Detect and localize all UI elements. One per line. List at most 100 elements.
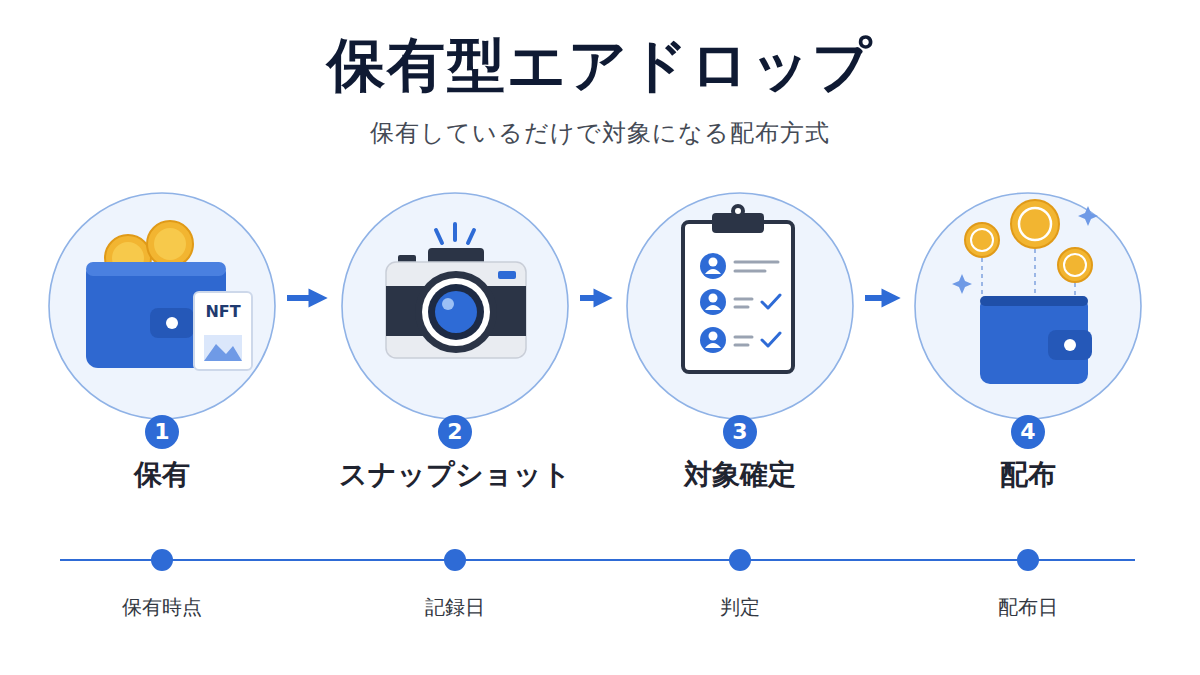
step-circle: 3対象確定: [626, 192, 854, 420]
step-circle: 2スナップショット: [341, 192, 569, 420]
token-coin: [965, 223, 999, 257]
list-row: [700, 289, 780, 315]
circle-shape: [627, 193, 853, 419]
distribution-illustration: [952, 200, 1098, 384]
nft-card: [194, 292, 252, 370]
check-mark: [762, 333, 780, 346]
flash-line: [436, 230, 442, 243]
clipboard-board: [683, 222, 793, 372]
circle-shape: [915, 193, 1141, 419]
subtitle: 保有しているだけで対象になる配布方式: [0, 117, 1200, 149]
coin: [147, 221, 193, 267]
step-number: 1: [145, 415, 179, 449]
person-head: [709, 258, 718, 267]
drop-line: [1074, 283, 1076, 296]
clipboard-clip-hole: [735, 208, 741, 214]
step-number: 2: [438, 415, 472, 449]
timeline-dot: [729, 549, 751, 571]
flow-arrow: [287, 295, 320, 301]
step-number: 4: [1011, 415, 1045, 449]
circle-shape: [49, 193, 275, 419]
list-line: [735, 336, 752, 339]
clipboard-clip-top: [731, 204, 745, 218]
list-line: [735, 298, 752, 301]
camera-button: [398, 255, 416, 265]
flow-arrow: [580, 295, 605, 301]
step-label: スナップショット: [295, 457, 615, 493]
wallet-body: [980, 296, 1088, 384]
step-label: 対象確定: [580, 457, 900, 493]
camera-body: [386, 262, 526, 358]
wallet-illustration: [86, 221, 252, 370]
clipboard-clip: [712, 213, 764, 233]
circle-outline: [48, 192, 276, 420]
token-symbol: [1019, 208, 1051, 240]
timeline-line: [60, 559, 1135, 561]
camera-indicator: [498, 271, 516, 279]
timeline-dot: [1017, 549, 1039, 571]
step-circle: 1保有: [48, 192, 276, 420]
timeline-label: 記録日: [355, 593, 555, 621]
list-line: [735, 306, 748, 309]
token-coin: [1058, 248, 1092, 282]
token-coin: [1011, 200, 1059, 248]
circle-outline: [341, 192, 569, 420]
wallet-clasp: [150, 308, 194, 338]
wallet-clasp: [1048, 330, 1092, 360]
list-line: [735, 344, 748, 347]
coin-face: [112, 242, 144, 274]
circle-shape: [342, 193, 568, 419]
person-icon: [700, 253, 726, 279]
person-icon: [700, 289, 726, 315]
person-body: [705, 343, 721, 348]
step-label: 保有: [2, 457, 322, 493]
timeline-label: 配布日: [928, 593, 1128, 621]
nft-mountains: [204, 344, 242, 361]
wallet-edge: [86, 262, 226, 276]
camera-top: [428, 248, 484, 266]
lens-ring: [422, 278, 490, 346]
person-body: [705, 269, 721, 274]
list-line: [735, 270, 765, 273]
camera-band: [386, 286, 526, 336]
lens-ring: [428, 284, 484, 340]
timeline-label: 保有時点: [62, 593, 262, 621]
lens-ring: [415, 271, 497, 353]
timeline: [60, 549, 1135, 571]
person-icon: [700, 327, 726, 353]
flash-line: [453, 224, 457, 240]
flow-arrow: [865, 295, 893, 301]
coin: [105, 235, 151, 281]
list-line: [735, 261, 778, 264]
person-head: [709, 294, 718, 303]
coin-face: [154, 228, 186, 260]
drop-line: [981, 258, 983, 296]
circle-outline: [626, 192, 854, 420]
drop-line: [1034, 249, 1036, 296]
camera-illustration: [386, 224, 526, 358]
person-head: [709, 332, 718, 341]
token-symbol: [971, 229, 993, 251]
timeline-label: 判定: [640, 593, 840, 621]
sparkle: [1078, 206, 1098, 226]
nft-picture: [204, 335, 242, 361]
lens-glass: [435, 291, 477, 333]
lens-highlight: [442, 298, 454, 310]
step-number: 3: [723, 415, 757, 449]
list-row: [700, 327, 780, 353]
flash-line: [468, 230, 474, 243]
clipboard-illustration: [683, 204, 793, 372]
timeline-dot: [444, 549, 466, 571]
title: 保有型エアドロップ: [0, 30, 1200, 100]
step-circle: 4配布: [914, 192, 1142, 420]
person-body: [705, 305, 721, 310]
list-row: [700, 253, 778, 279]
sparkle: [952, 274, 972, 294]
wallet-body: [86, 262, 226, 368]
wallet-button: [166, 317, 178, 329]
check-mark: [762, 295, 780, 308]
wallet-button: [1064, 339, 1076, 351]
step-label: 配布: [868, 457, 1188, 493]
timeline-dot: [151, 549, 173, 571]
